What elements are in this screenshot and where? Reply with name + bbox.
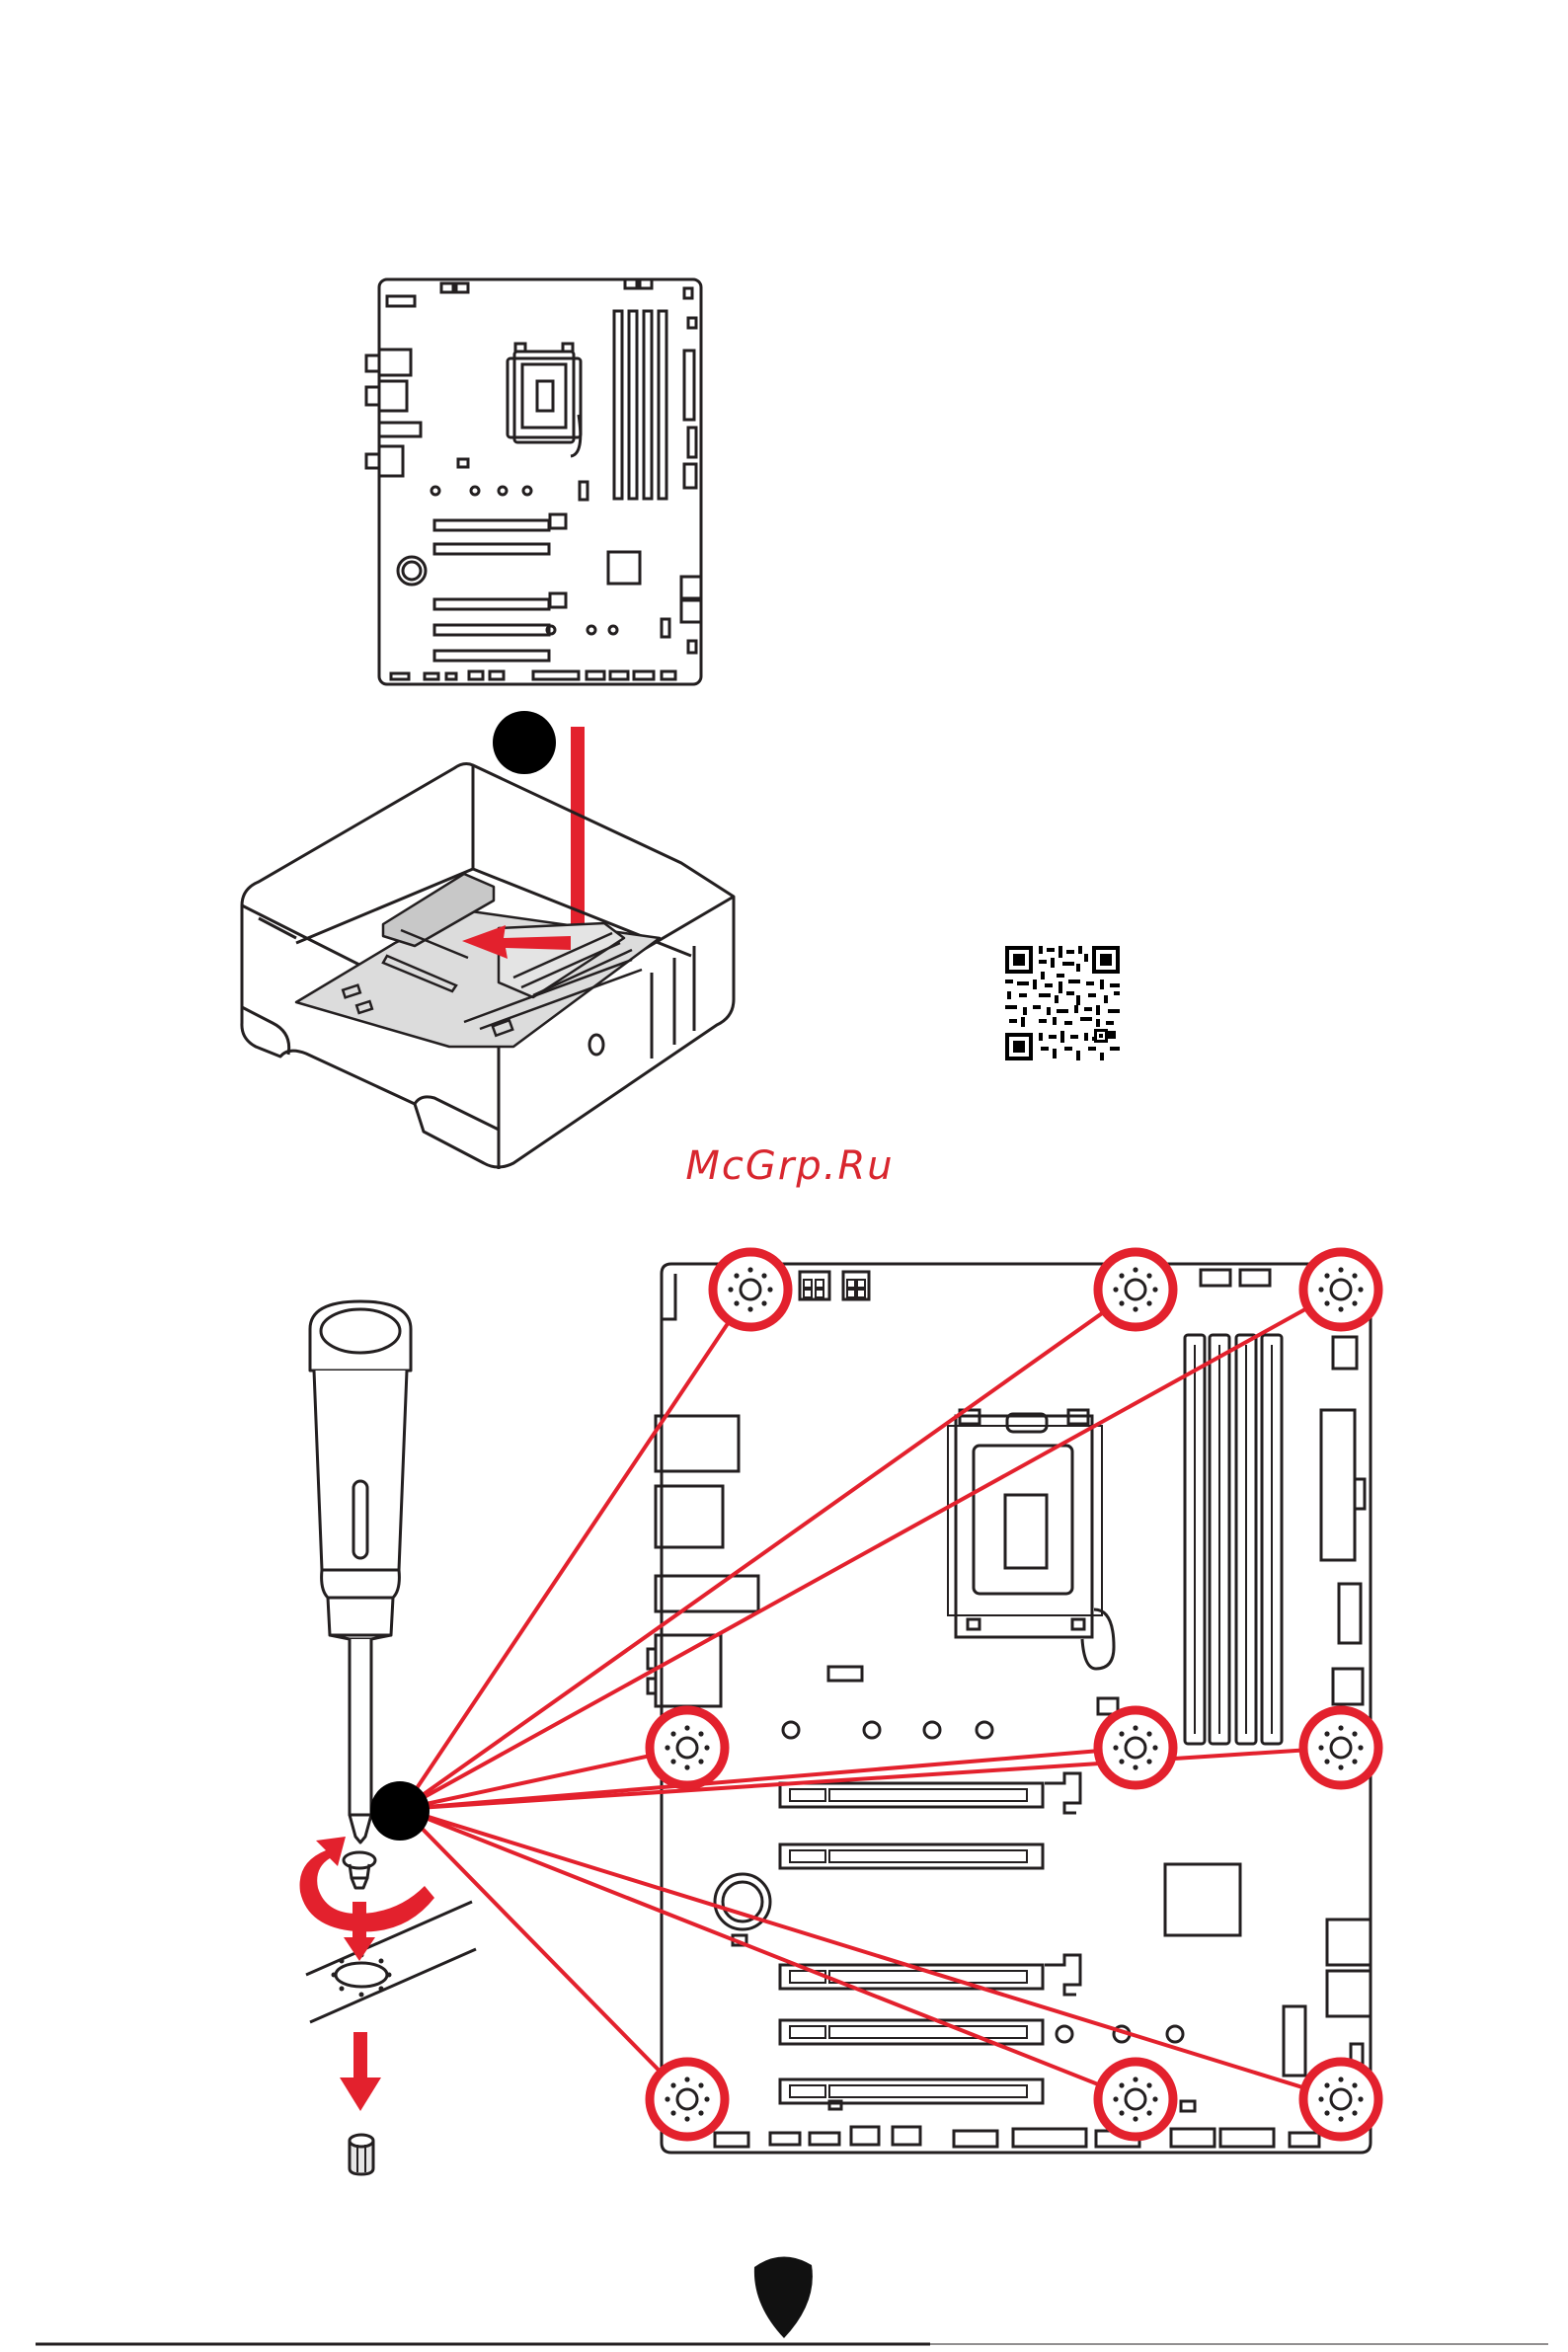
motherboard-top-diagram	[366, 279, 701, 684]
step-2-marker	[370, 1781, 430, 1841]
mount-point-bottom-left	[650, 2062, 725, 2137]
mount-point-mid-right	[1303, 1710, 1378, 1785]
footer-shield-logo	[36, 2256, 1548, 2344]
mount-point-top-left	[713, 1252, 788, 1327]
insert-standoff-arrow	[340, 2032, 381, 2111]
mount-point-mid-left	[650, 1710, 725, 1785]
mount-point-bottom-right	[1303, 2062, 1378, 2137]
mount-point-top-center	[1098, 1252, 1173, 1327]
mount-point-top-right	[1303, 1252, 1378, 1327]
step-1-marker	[493, 711, 585, 949]
pc-case-diagram	[242, 764, 734, 1169]
watermark-text: McGrp.Ru	[592, 1143, 987, 1189]
rotate-arrow	[300, 1837, 434, 1931]
standoff-target-icon	[332, 1953, 392, 1998]
mount-point-mid-center	[1098, 1710, 1173, 1785]
mount-point-bottom-center	[1098, 2062, 1173, 2137]
motherboard-main-diagram	[648, 1264, 1371, 2153]
qr-code	[1005, 946, 1120, 1060]
mount-point-leader-lines	[403, 1290, 1341, 2099]
